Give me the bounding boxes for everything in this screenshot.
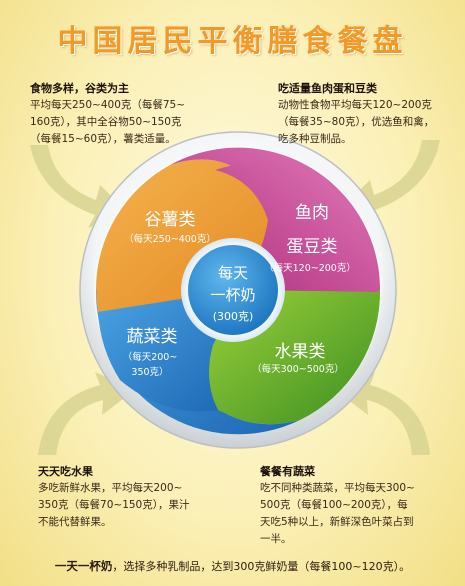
note-fruit: 天天吃水果 多吃新鲜水果，平均每天200~ 350克（每餐70~150克），果汁… bbox=[38, 463, 228, 531]
note-fruit-line: 350克（每餐70~150克），果汁 bbox=[38, 499, 190, 511]
protein-label-line1: 鱼肉 bbox=[295, 203, 329, 223]
footer-milk-text: ，选择多种乳制品，达到300克鲜奶量（每餐100~120克）。 bbox=[112, 560, 411, 573]
grains-label: 谷薯类 bbox=[145, 210, 196, 230]
note-protein-line: （每餐35~80克），优选鱼和禽， bbox=[278, 116, 435, 128]
protein-amount: （每天120~200克） bbox=[264, 262, 356, 274]
grains-amount: （每天250~400克） bbox=[124, 233, 216, 245]
note-fruit-heading: 天天吃水果 bbox=[38, 465, 93, 478]
note-grains: 食物多样，谷类为主 平均每天250~400克（每餐75~ 160克），其中全谷物… bbox=[30, 80, 230, 148]
note-grains-line: 平均每天250~400克（每餐75~ bbox=[30, 99, 186, 111]
note-fruit-line: 不能代替鲜果。 bbox=[38, 516, 112, 528]
milk-label-line1: 每天 bbox=[218, 264, 248, 282]
arrow-bottom-left-icon bbox=[38, 372, 135, 455]
note-veg-heading: 餐餐有蔬菜 bbox=[260, 465, 315, 478]
note-veg-line: 500克（每餐100~200克），每 bbox=[260, 499, 408, 511]
milk-label-line2: 一杯奶 bbox=[210, 286, 255, 304]
note-veg: 餐餐有蔬菜 吃不同种类蔬菜，平均每天300~ 500克（每餐100~200克），… bbox=[260, 463, 460, 548]
fruit-amount: （每天300~500克） bbox=[252, 363, 344, 375]
page-title: 中国居民平衡膳食餐盘 bbox=[57, 24, 408, 59]
note-veg-line: 吃不同种类蔬菜，平均每天300~ bbox=[260, 482, 415, 494]
note-protein-line: 吃多种豆制品。 bbox=[278, 133, 352, 145]
note-grains-heading: 食物多样，谷类为主 bbox=[30, 82, 129, 95]
protein-label-line2: 蛋豆类 bbox=[287, 237, 338, 257]
veg-label: 蔬菜类 bbox=[127, 327, 178, 347]
note-protein: 吃适量鱼肉蛋和豆类 动物性食物平均每天120~200克 （每餐35~80克），优… bbox=[278, 80, 453, 148]
footer-milk-note: 一天一杯奶，选择多种乳制品，达到300克鲜奶量（每餐100~120克）。 bbox=[0, 558, 465, 574]
fruit-label: 水果类 bbox=[275, 342, 326, 362]
veg-amount-line2: 350克） bbox=[131, 366, 168, 378]
milk-amount: (300克) bbox=[213, 310, 254, 323]
milk-circle bbox=[188, 245, 278, 335]
note-protein-heading: 吃适量鱼肉蛋和豆类 bbox=[278, 82, 377, 95]
note-grains-line: （每餐15~60克），薯类适量。 bbox=[30, 133, 176, 145]
note-grains-line: 160克），其中全谷物50~150克 bbox=[30, 116, 182, 128]
veg-amount-line1: （每天200~ bbox=[123, 351, 178, 363]
footer-milk-heading: 一天一杯奶 bbox=[54, 559, 113, 573]
note-protein-line: 动物性食物平均每天120~200克 bbox=[278, 99, 432, 111]
note-veg-line: 一半。 bbox=[260, 533, 292, 545]
note-veg-line: 天吃5种以上，新鲜深色叶菜占到 bbox=[260, 516, 414, 528]
note-fruit-line: 多吃新鲜水果，平均每天200~ bbox=[38, 482, 183, 494]
